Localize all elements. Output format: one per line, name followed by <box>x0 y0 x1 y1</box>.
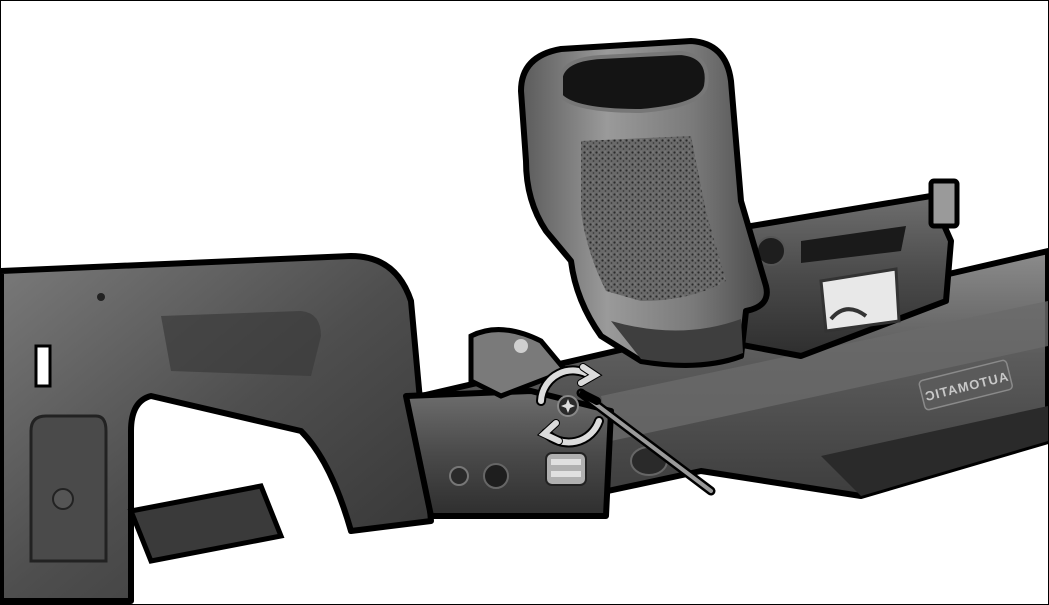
rotate-arrows-icon <box>536 363 604 448</box>
hex-key-tool <box>576 388 716 496</box>
folding-stock <box>1 253 434 604</box>
pistol-grip <box>518 38 770 368</box>
trigger-housing <box>718 178 960 359</box>
torx-screw-icon <box>557 395 579 417</box>
